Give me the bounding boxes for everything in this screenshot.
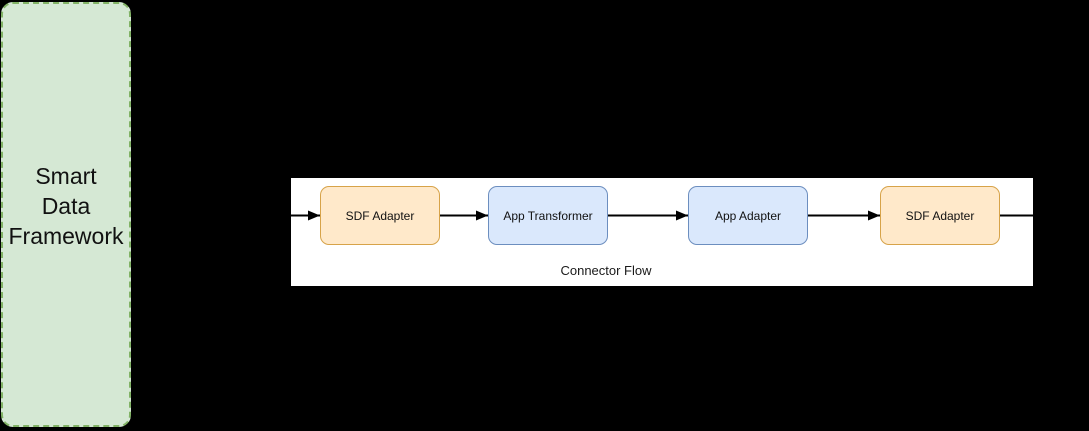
node-label: SDF Adapter [345,208,415,223]
node-label: App Transformer [503,208,593,223]
framework-label-line: Data [41,192,91,219]
node-app-transformer: App Transformer [488,186,608,245]
connector-flow-label: Connector Flow [560,263,652,278]
node-sdf-adapter-in: SDF Adapter [320,186,440,245]
node-label: App Adapter [714,208,782,223]
node-label: SDF Adapter [905,208,975,223]
framework-label: Smart Data Framework [8,161,123,269]
smart-data-framework-box: Smart Data Framework [1,2,131,427]
framework-label-line: Smart [35,162,97,189]
node-sdf-adapter-out: SDF Adapter [880,186,1000,245]
framework-label-line: Framework [8,222,124,249]
node-app-adapter: App Adapter [688,186,808,245]
